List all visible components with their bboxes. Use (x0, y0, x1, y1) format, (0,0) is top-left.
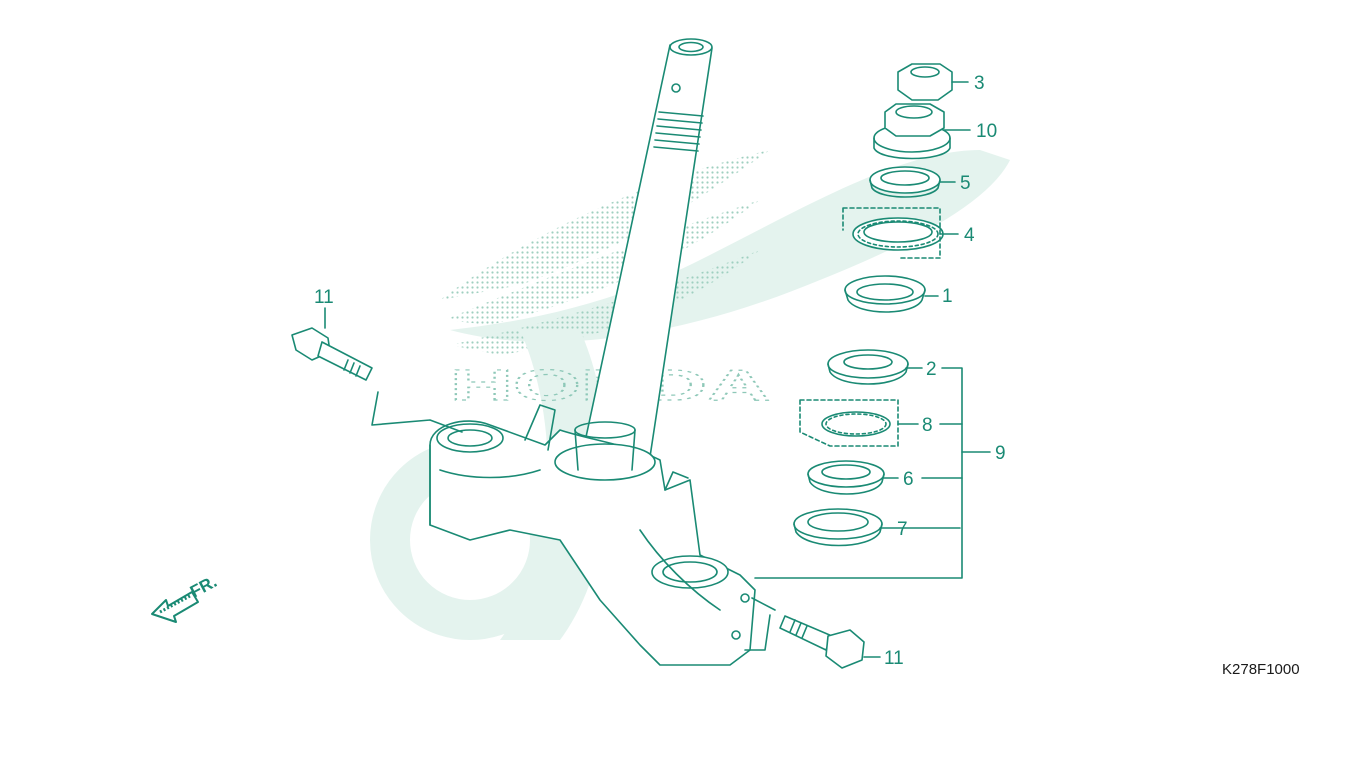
callout-7: 7 (897, 519, 908, 540)
callout-4: 4 (964, 225, 975, 246)
callout-9: 9 (995, 443, 1006, 464)
steering-stem (429, 38, 756, 666)
callout-1: 1 (942, 286, 953, 307)
front-direction-arrow: FR. (151, 572, 220, 623)
bolt-left (291, 327, 463, 433)
part-7-seal (793, 508, 883, 547)
part-10-adjusting-nut (873, 103, 951, 160)
callout-2: 2 (926, 359, 937, 380)
callout-leaders (324, 81, 991, 658)
bolt-right (744, 597, 865, 669)
diagram-code: K278F1000 (1222, 661, 1300, 678)
callout-6: 6 (903, 469, 914, 490)
part-2-race (827, 349, 909, 385)
callout-11-right: 11 (884, 648, 904, 669)
part-6-race (807, 460, 885, 495)
part-3-nut (897, 63, 953, 101)
callout-8: 8 (922, 415, 933, 436)
callout-11-left: 11 (314, 287, 334, 308)
part-1-race (844, 275, 926, 313)
part-8-bearing (799, 399, 899, 447)
callout-10: 10 (976, 121, 997, 142)
part-5-race (869, 166, 941, 198)
callout-3: 3 (974, 73, 985, 94)
callout-5: 5 (960, 173, 971, 194)
